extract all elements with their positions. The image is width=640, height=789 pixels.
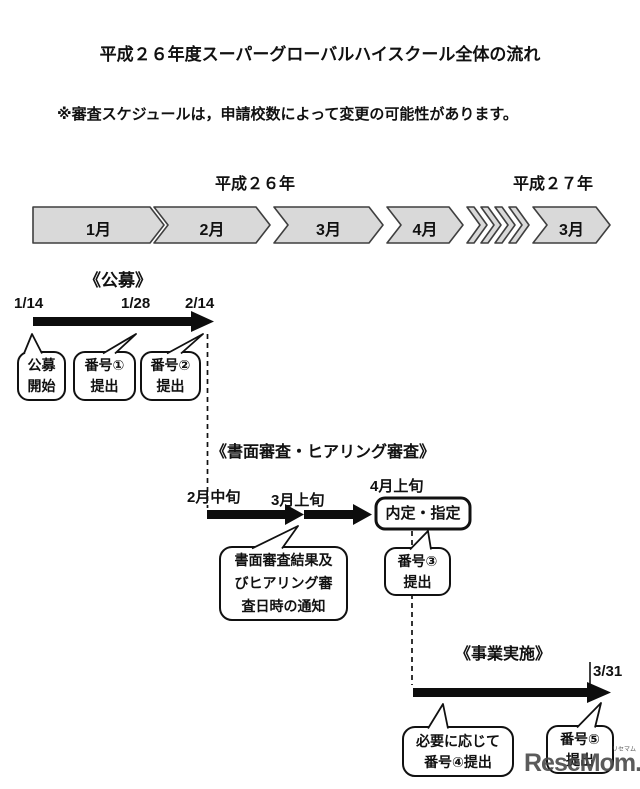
callout-line: 提出 (90, 378, 119, 394)
month-segment (386, 206, 464, 244)
watermark-logo: ReseMom. リセマム (524, 747, 640, 778)
callout-notice: 書面審査結果及 びヒアリング審 査日時の通知 (220, 547, 347, 620)
timeline-bar (32, 206, 611, 244)
watermark-ruby: リセマム (611, 747, 636, 753)
callout-line: 番号① (84, 357, 125, 373)
schedule-note: ※審査スケジュールは，申請校数によって変更の可能性があります。 (57, 106, 518, 123)
break-chevron (480, 206, 502, 244)
month-label: 1月 (86, 222, 111, 239)
break-chevron (466, 206, 488, 244)
year-label-right: 平成２７年 (513, 176, 594, 193)
month-segment (32, 206, 165, 244)
callout-line: 番号② (150, 357, 191, 373)
watermark-text: ReseMom. (524, 749, 640, 777)
callout-line: びヒアリング審 (234, 575, 333, 591)
callout-form1-submit: 番号① 提出 (74, 352, 135, 400)
callout-line: 番号③ (397, 552, 438, 569)
kobo-section-header: 《公募》 (84, 271, 152, 290)
decision-box (374, 496, 472, 531)
callout-line: 書面審査結果及 (234, 552, 333, 568)
month-label: 3月 (559, 222, 584, 239)
kobo-arrow (33, 311, 214, 332)
decision-box-label: 内定・指定 (376, 498, 470, 529)
callout-bubbles (17, 333, 614, 777)
kobo-date-end: 2/14 (185, 295, 215, 312)
kobo-date-start: 1/14 (14, 295, 44, 312)
month-label: 3月 (316, 222, 341, 239)
callout-tail (251, 525, 299, 550)
shinsa-label-apr: 4月上旬 (370, 478, 424, 495)
shinsa-section-header: 《書面審査・ヒアリング審査》 (211, 444, 436, 461)
month-label: 4月 (412, 222, 438, 239)
shinsa-arrow-1 (207, 504, 304, 525)
callout-form3-submit: 番号③ 提出 (385, 548, 450, 595)
callout-line: 提出 (403, 573, 432, 590)
callout-tail (427, 703, 449, 729)
callout-line: 必要に応じて (416, 732, 500, 749)
jigyo-section-header: 《事業実施》 (455, 646, 552, 663)
year-label-left: 平成２６年 (215, 176, 296, 193)
callout-tail (409, 530, 432, 551)
decision-text: 内定・指定 (385, 505, 461, 522)
callout-line: 提出 (156, 378, 185, 394)
callout-form4-submit: 必要に応じて 番号④提出 (403, 727, 513, 776)
connectors (206, 334, 591, 685)
callout-line: 番号④提出 (424, 753, 492, 770)
callout-form2-submit: 番号② 提出 (141, 352, 200, 400)
callout-bubble (402, 726, 514, 777)
jigyo-end-date: 3/31 (593, 663, 623, 680)
callout-line: 開始 (27, 378, 56, 394)
shinsa-label-mar: 3月上旬 (271, 492, 325, 509)
callout-tail (576, 702, 602, 729)
callout-kobo-start: 公募 開始 (18, 352, 65, 400)
callout-line: 査日時の通知 (241, 598, 326, 614)
phase-arrows (33, 311, 611, 703)
month-label: 2月 (199, 222, 225, 239)
month-segment (153, 206, 271, 244)
jigyo-arrow (413, 682, 611, 703)
callout-tail (23, 333, 43, 354)
callout-line: 番号⑤ (560, 730, 600, 747)
callout-line: 公募 (27, 357, 56, 373)
shinsa-arrow-2 (304, 504, 372, 525)
month-segment (532, 206, 611, 244)
page-title: 平成２６年度スーパーグローバルハイスクール全体の流れ (99, 45, 541, 64)
shinsa-label-feb: 2月中旬 (187, 489, 241, 506)
callout-tail (102, 333, 137, 355)
kobo-date-mid: 1/28 (121, 295, 151, 312)
month-segment (273, 206, 384, 244)
callout-line: 提出 (566, 751, 594, 768)
break-chevron (494, 206, 516, 244)
break-chevron (508, 206, 530, 244)
callout-form5-submit: 番号⑤ 提出 (547, 726, 613, 773)
callout-tail (166, 333, 204, 355)
